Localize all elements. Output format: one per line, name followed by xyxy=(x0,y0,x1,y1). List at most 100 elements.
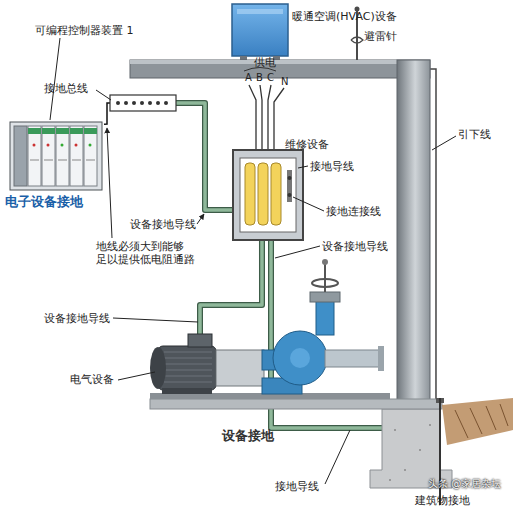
supply-wires xyxy=(244,68,284,151)
ground-wire xyxy=(104,103,110,124)
annotation-label: 供电 xyxy=(254,56,276,69)
leader-line xyxy=(298,166,308,168)
pump-drawing xyxy=(273,331,327,385)
ground-wire xyxy=(176,103,233,210)
column-pipe xyxy=(397,60,430,402)
motor-drawing xyxy=(164,352,212,382)
plc-drawing xyxy=(56,126,69,186)
service-panel-drawing xyxy=(245,163,255,225)
wire-label: 设备接地导线 xyxy=(130,218,196,231)
leader-line xyxy=(293,197,324,211)
leader-line xyxy=(50,38,456,484)
node-label: 电气设备 xyxy=(70,373,114,386)
annotation-label: 接地连接线 xyxy=(326,205,381,218)
plc-drawing xyxy=(30,160,39,161)
plc-drawing xyxy=(70,128,83,134)
pump-drawing xyxy=(325,350,380,367)
plc-drawing xyxy=(42,128,55,134)
service-panel-drawing xyxy=(287,170,292,202)
supply-wires xyxy=(274,88,284,150)
column-pipe xyxy=(397,60,430,402)
plc-drawing xyxy=(28,128,41,134)
service-panel: 维修设备 xyxy=(233,150,303,240)
ground-bus-drawing xyxy=(148,101,152,105)
plc-drawing xyxy=(10,122,102,190)
pump-drawing xyxy=(322,259,328,265)
pump-drawing xyxy=(310,292,340,302)
plc-drawing xyxy=(33,144,36,147)
motor-drawing xyxy=(150,347,166,389)
plc-drawing xyxy=(10,122,102,190)
node-label: 避雷针 xyxy=(364,30,397,43)
soil xyxy=(442,398,513,445)
hvac-unit-drawing xyxy=(232,4,288,61)
service-panel-drawing xyxy=(271,163,281,225)
wire-path xyxy=(200,240,262,335)
wire-outline xyxy=(200,240,262,335)
roof-beam xyxy=(130,60,430,64)
plc-drawing xyxy=(44,160,53,161)
supply-wires xyxy=(268,85,271,150)
roof-beam xyxy=(130,60,430,78)
ground-wire xyxy=(200,240,262,335)
motor-drawing xyxy=(158,346,216,390)
service-panel-drawing xyxy=(288,176,292,180)
plc-drawing xyxy=(75,144,78,147)
plc-drawing xyxy=(84,128,97,134)
ground-bus-drawing xyxy=(116,101,120,105)
leader-line xyxy=(96,90,111,100)
floor-slab xyxy=(150,399,442,409)
leader-line xyxy=(118,372,155,380)
wire-label: 引下线 xyxy=(458,128,491,141)
floor-slab xyxy=(419,449,421,451)
pump-drawing xyxy=(312,279,338,287)
building-ground: 建筑物接地 xyxy=(425,400,485,508)
service-panel-drawing xyxy=(258,163,268,225)
plc-drawing xyxy=(28,126,41,186)
plc-drawing xyxy=(72,160,81,161)
node-label: 可编程控制器装置 1 xyxy=(35,24,134,37)
ground-bus-drawing xyxy=(124,101,128,105)
supply-wires xyxy=(249,85,256,150)
wire-label: 设备接地导线 xyxy=(44,312,110,325)
wire-outline xyxy=(176,103,233,210)
pump-drawing xyxy=(316,300,334,335)
floor-slab xyxy=(394,429,396,431)
supply-wires xyxy=(260,85,262,150)
plc-drawing xyxy=(84,126,97,186)
pump-drawing xyxy=(290,348,310,368)
plc-drawing xyxy=(47,144,50,147)
annotation-label: 设备接地 xyxy=(222,428,274,444)
annotation-label: 接地导线 xyxy=(310,160,354,173)
ground-bus-drawing xyxy=(140,101,144,105)
lightning-rod-drawing xyxy=(351,37,363,43)
wire-label: 接地导线 xyxy=(275,480,319,493)
hvac-unit-drawing xyxy=(232,4,288,56)
wire-path xyxy=(104,103,110,124)
leader-line xyxy=(325,430,350,484)
plc-drawing xyxy=(42,126,55,186)
leader-line xyxy=(113,318,198,322)
floor-slab xyxy=(404,469,406,471)
annotation-label: 电子设备接地 xyxy=(5,194,83,210)
floor-slab xyxy=(429,424,431,426)
hvac-unit-drawing xyxy=(237,9,283,14)
service-panel-drawing xyxy=(233,150,303,240)
ground-bus-drawing xyxy=(110,95,176,111)
ground-bus: 接地总线 xyxy=(110,94,176,112)
leader-line xyxy=(432,136,456,150)
leader-line xyxy=(275,246,320,258)
ground-bus-drawing xyxy=(132,101,136,105)
roof-beam xyxy=(130,60,430,78)
ground-bus-drawing xyxy=(156,101,160,105)
pump-drawing xyxy=(216,350,264,386)
annotation-label: 地线必须大到能够 足以提供低电阻通路 xyxy=(96,240,206,266)
plc-drawing xyxy=(56,128,69,134)
pump-drawing xyxy=(378,346,384,371)
service-panel-drawing xyxy=(288,193,292,197)
leader-line xyxy=(50,38,60,120)
motor-drawing xyxy=(162,388,212,394)
plc-drawing xyxy=(14,126,27,186)
lightning-rod: 避雷针 xyxy=(350,4,364,62)
